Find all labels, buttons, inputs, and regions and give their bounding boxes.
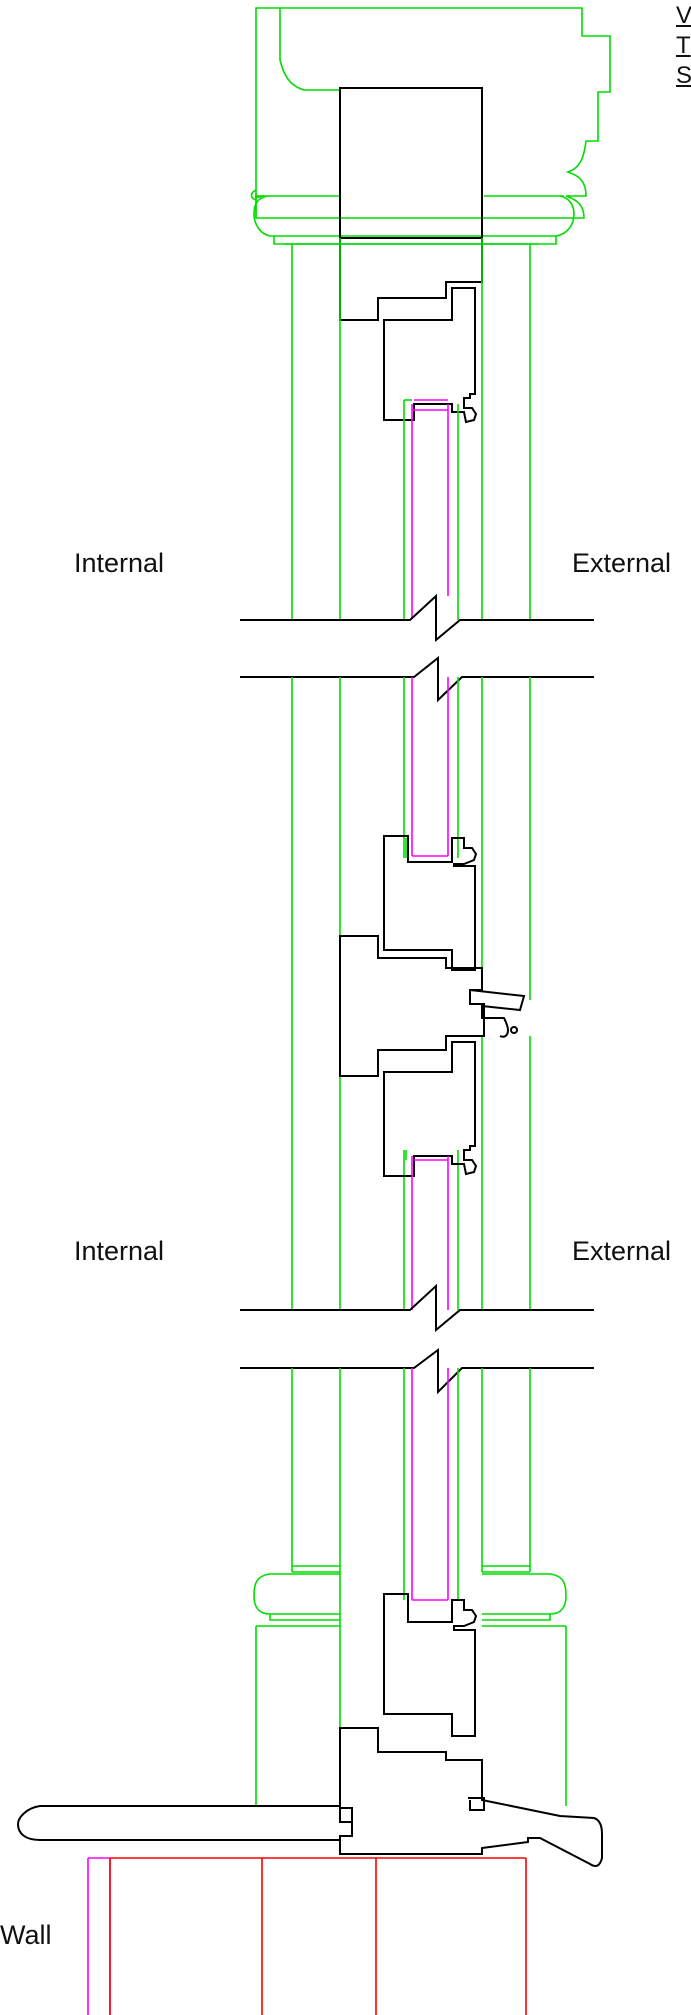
header-fragment-1: V <box>676 2 691 29</box>
break-line-upper <box>240 593 594 703</box>
external-label-top: External <box>572 548 672 578</box>
header-fragment-2: T <box>676 32 691 59</box>
wall-section <box>87 1857 527 2015</box>
internal-label-mid: Internal <box>74 1236 165 1266</box>
break-line-lower <box>240 1283 594 1395</box>
upper-sash-head-rail <box>383 287 478 424</box>
wall-label: Wall <box>0 1920 52 1950</box>
lower-glass-bottom <box>411 1368 449 1601</box>
lower-column-lines <box>291 1368 531 1730</box>
external-label-mid: External <box>572 1236 672 1266</box>
header-fragment-3: S <box>676 62 691 89</box>
meeting-rails <box>339 835 526 1177</box>
lower-sash-bottom-rail <box>383 1593 478 1737</box>
upper-glass-top <box>411 399 449 618</box>
upper-glass-lower <box>411 677 449 857</box>
plinth-moulding <box>253 1565 567 1807</box>
lower-glass-top <box>411 1156 449 1310</box>
internal-label-top: Internal <box>74 548 165 578</box>
head-moulding <box>250 7 611 245</box>
upper-column-lines <box>291 238 531 620</box>
head-block <box>339 87 483 321</box>
sill <box>16 1727 603 1867</box>
